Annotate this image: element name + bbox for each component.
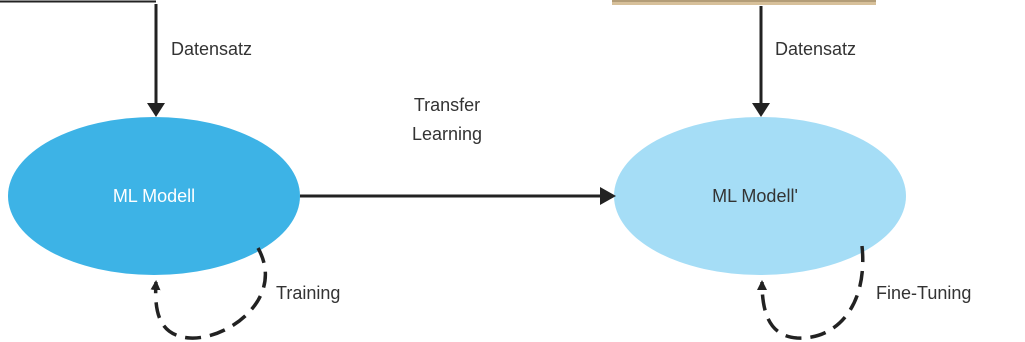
training-label: Training xyxy=(276,283,340,303)
fine-tuning-label: Fine-Tuning xyxy=(876,283,971,303)
left-dataset-label: Datensatz xyxy=(171,39,252,59)
transfer-label-line2: Learning xyxy=(412,124,482,144)
left-model-label: ML Modell xyxy=(113,186,195,206)
transfer-label-line1: Transfer xyxy=(414,95,480,115)
left-dataset-arrow xyxy=(147,4,165,117)
right-dataset-label: Datensatz xyxy=(775,39,856,59)
training-loop-arrow xyxy=(150,247,267,340)
left-model-ellipse xyxy=(8,117,300,275)
right-model-ellipse xyxy=(614,117,906,275)
right-source-image xyxy=(612,0,876,5)
right-model-label: ML Modell' xyxy=(712,186,798,206)
transfer-arrow xyxy=(300,187,616,205)
right-dataset-arrow xyxy=(752,6,770,117)
